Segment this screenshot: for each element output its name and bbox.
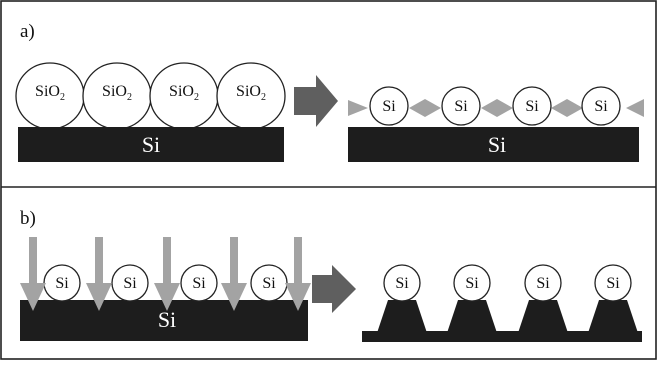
diamond-icon <box>409 99 441 117</box>
si-particle <box>453 264 491 302</box>
triangle-left-icon <box>626 99 644 117</box>
si-substrate <box>20 300 308 341</box>
diamond-icon <box>551 99 583 117</box>
trapezoid-pillar-icon <box>377 300 427 333</box>
si-substrate <box>18 127 284 162</box>
si-particle-row: Si Si Si Si <box>383 264 632 302</box>
si-particle <box>383 264 421 302</box>
si-particle <box>581 86 621 126</box>
arrow-down-icon <box>154 237 180 311</box>
particle-formula-base: SiO <box>236 83 261 100</box>
block-arrow-right-icon <box>312 265 356 313</box>
block-arrow-right-icon <box>294 75 338 127</box>
pillar-row <box>377 300 638 333</box>
si-particle-label: Si <box>454 98 468 115</box>
si-particle-label: Si <box>465 275 479 292</box>
si-particle-row: Si Si Si Si <box>43 264 288 302</box>
trapezoid-pillar-icon <box>447 300 497 333</box>
si-particle-label: Si <box>123 275 137 292</box>
si-particle <box>180 264 218 302</box>
sio2-particle-label: SiO2 <box>102 83 132 103</box>
panel-b-label: b) <box>20 208 36 229</box>
particle-formula-subscript: 2 <box>60 92 65 103</box>
si-particle-label: Si <box>606 275 620 292</box>
si-particle-label: Si <box>382 98 396 115</box>
sio2-particle-label: SiO2 <box>35 83 65 103</box>
panel-b-right: Si Si Si Si <box>362 264 642 342</box>
sio2-particle-label: SiO2 <box>236 83 266 103</box>
si-particle <box>369 86 409 126</box>
si-particle <box>524 264 562 302</box>
arrow-down-icon <box>221 237 247 311</box>
si-particle-label: Si <box>262 275 276 292</box>
si-substrate <box>348 127 639 162</box>
particle-formula-subscript: 2 <box>261 92 266 103</box>
si-particle-label: Si <box>594 98 608 115</box>
si-particle-label: Si <box>536 275 550 292</box>
si-particle <box>441 86 481 126</box>
si-particle-label: Si <box>192 275 206 292</box>
si-particle-label: Si <box>525 98 539 115</box>
arrow-down-icon <box>285 237 311 311</box>
particle-formula-base: SiO <box>35 83 60 100</box>
si-substrate-label: Si <box>488 132 506 157</box>
trapezoid-pillar-icon <box>588 300 638 333</box>
triangle-right-icon <box>348 100 368 116</box>
arrow-down-icon <box>20 237 46 311</box>
si-base-layer <box>362 331 642 342</box>
arrow-down-icon <box>86 237 112 311</box>
si-particle <box>594 264 632 302</box>
etchant-row <box>348 99 644 117</box>
si-substrate-label: Si <box>142 132 160 157</box>
si-substrate-label: Si <box>158 307 176 332</box>
si-particle-label: Si <box>395 275 409 292</box>
si-particle-row: Si Si Si Si <box>369 86 621 126</box>
particle-formula-subscript: 2 <box>194 92 199 103</box>
particle-formula-subscript: 2 <box>127 92 132 103</box>
si-particle-label: Si <box>55 275 69 292</box>
particle-formula-base: SiO <box>169 83 194 100</box>
panel-a-label: a) <box>20 21 35 42</box>
etch-arrow-row <box>20 237 311 311</box>
trapezoid-pillar-icon <box>518 300 568 333</box>
sio2-particle-label: SiO2 <box>169 83 199 103</box>
particle-formula-base: SiO <box>102 83 127 100</box>
si-particle <box>512 86 552 126</box>
diamond-icon <box>481 99 513 117</box>
